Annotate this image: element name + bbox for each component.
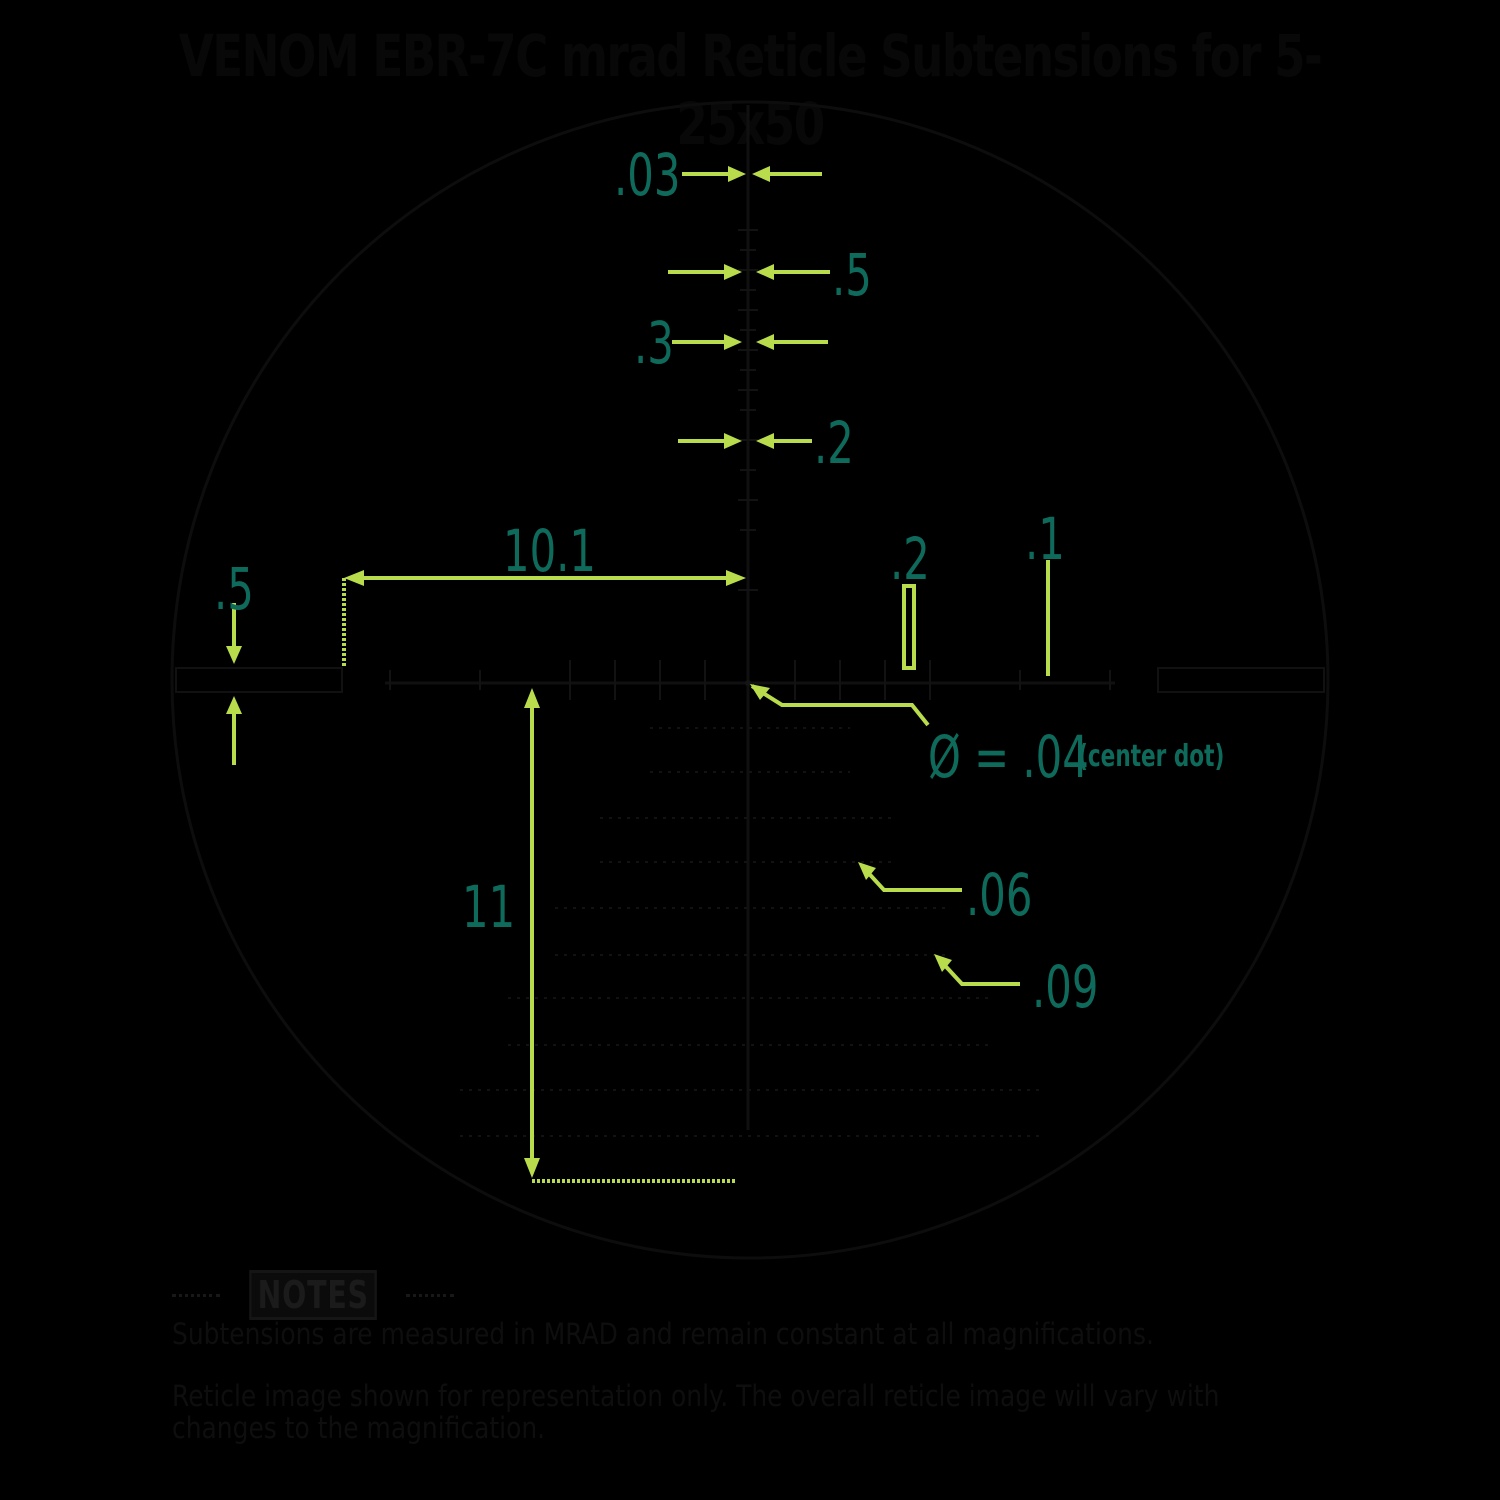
- page-title: VENOM EBR-7C mrad Reticle Subtensions fo…: [178, 22, 1323, 158]
- label-hash-01: .1: [1025, 505, 1065, 573]
- label-stadia-02: .2: [814, 409, 854, 477]
- label-post-thickness: .5: [214, 555, 254, 623]
- label-dot-009: .09: [1032, 953, 1099, 1021]
- holdover-rows: [460, 727, 1040, 1137]
- note-line-2: Reticle image shown for representation o…: [172, 1379, 1220, 1413]
- annotation-arrows: [226, 166, 1050, 1183]
- vertical-stadia: [738, 229, 758, 591]
- field-of-view-circle: [170, 100, 1330, 1260]
- label-center-dot: Ø = .04: [928, 723, 1089, 791]
- divider: [406, 1293, 455, 1297]
- label-hash-02: .2: [890, 525, 930, 593]
- label-center-dot-note: (center dot): [1078, 739, 1225, 774]
- label-stadia-05: .5: [832, 241, 872, 309]
- label-line-width-003: .03: [614, 141, 681, 209]
- divider: [172, 1293, 220, 1297]
- label-post-distance: 10.1: [503, 517, 596, 585]
- horizontal-hashes: [389, 660, 1111, 700]
- notes-header: NOTES: [172, 1270, 455, 1320]
- notes-heading: NOTES: [249, 1270, 378, 1320]
- label-tree-height: 11: [462, 873, 516, 941]
- label-stadia-03: .3: [634, 309, 674, 377]
- center-dot: [745, 680, 751, 686]
- left-post: [175, 667, 343, 693]
- note-line-1: Subtensions are measured in MRAD and rem…: [172, 1317, 1154, 1351]
- note-line-3: changes to the magnification.: [172, 1411, 546, 1445]
- label-dot-006: .06: [966, 861, 1033, 929]
- right-post: [1157, 667, 1325, 693]
